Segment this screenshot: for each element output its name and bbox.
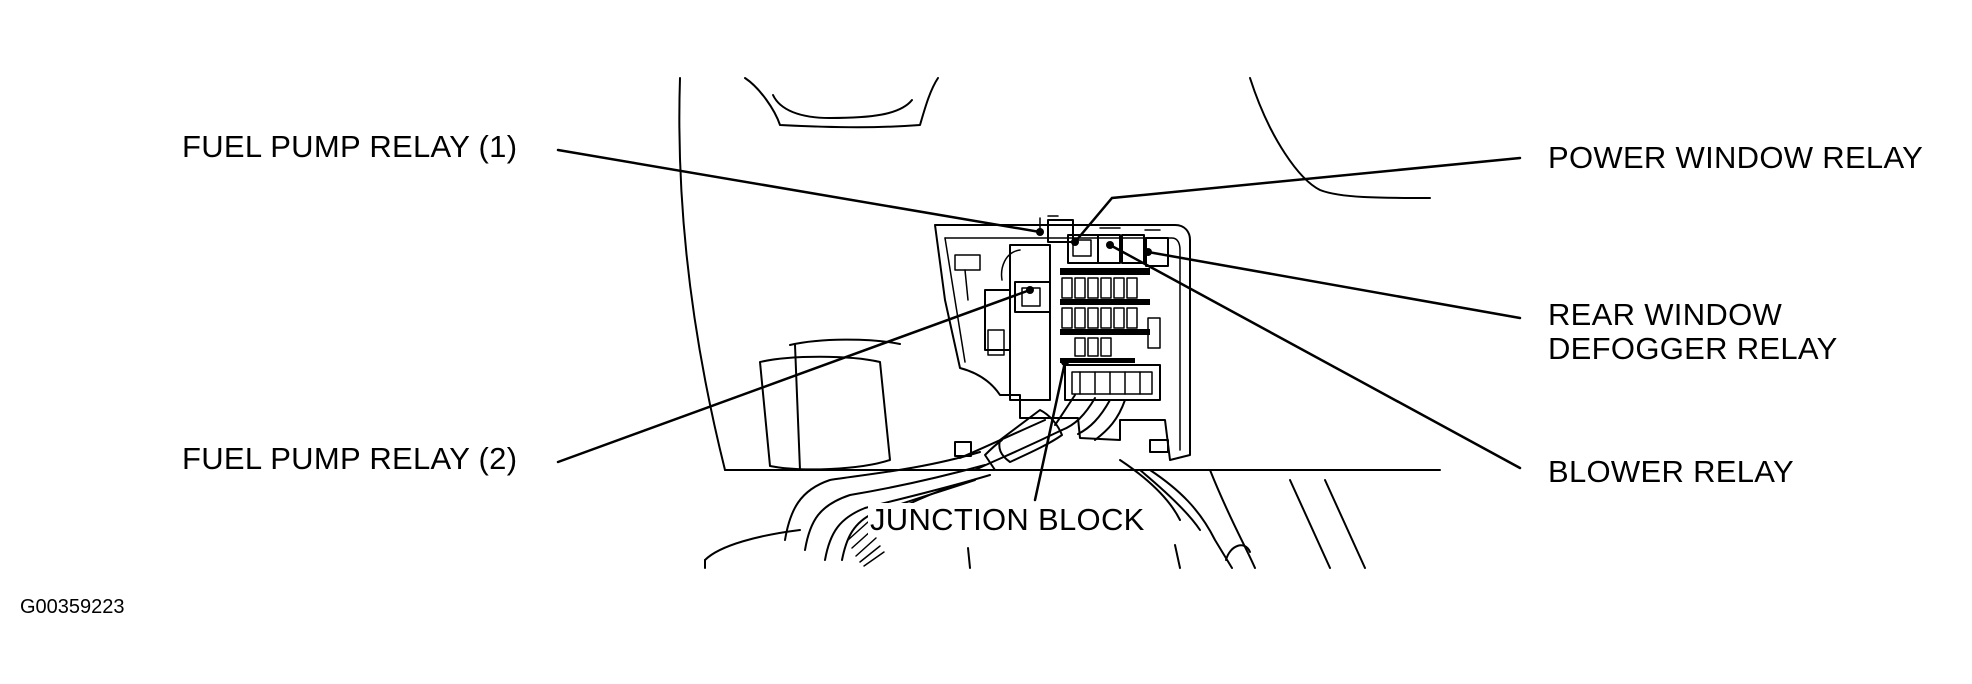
leader-fuel-pump-relay-1 (556, 148, 1042, 234)
junction-block-housing (934, 215, 1191, 461)
leader-dot-power-window-relay (1071, 238, 1079, 246)
leader-dot-rear-window-defogger-relay (1144, 248, 1152, 256)
leader-dot-blower-relay (1106, 241, 1114, 249)
label-rear-window-line1: REAR WINDOW (1548, 297, 1783, 332)
label-fuel-pump-relay-2: FUEL PUMP RELAY (2) (182, 441, 518, 476)
leader-junction-block (1033, 360, 1067, 502)
lower-trim (704, 355, 1366, 569)
leader-power-window-relay (1073, 156, 1522, 244)
label-blower-relay: BLOWER RELAY (1548, 454, 1794, 489)
label-fuel-pump-relay-1: FUEL PUMP RELAY (1) (182, 129, 518, 164)
label-rear-window-line2: DEFOGGER RELAY (1548, 331, 1838, 366)
leader-dot-fuel-pump-relay-1 (1036, 228, 1044, 236)
label-junction-block: JUNCTION BLOCK (868, 502, 1147, 537)
figure-id: G00359223 (20, 596, 125, 618)
leader-dot-junction-block (1061, 358, 1069, 366)
leader-blower-relay (1108, 243, 1522, 470)
label-power-window-relay: POWER WINDOW RELAY (1548, 140, 1924, 175)
leader-rear-window-defogger-relay (1146, 250, 1522, 320)
leader-dot-fuel-pump-relay-2 (1026, 286, 1034, 294)
hatch-marks (847, 521, 885, 567)
dashboard-outline (678, 77, 1441, 471)
leader-fuel-pump-relay-2 (556, 288, 1032, 464)
leader-lines (556, 148, 1522, 502)
